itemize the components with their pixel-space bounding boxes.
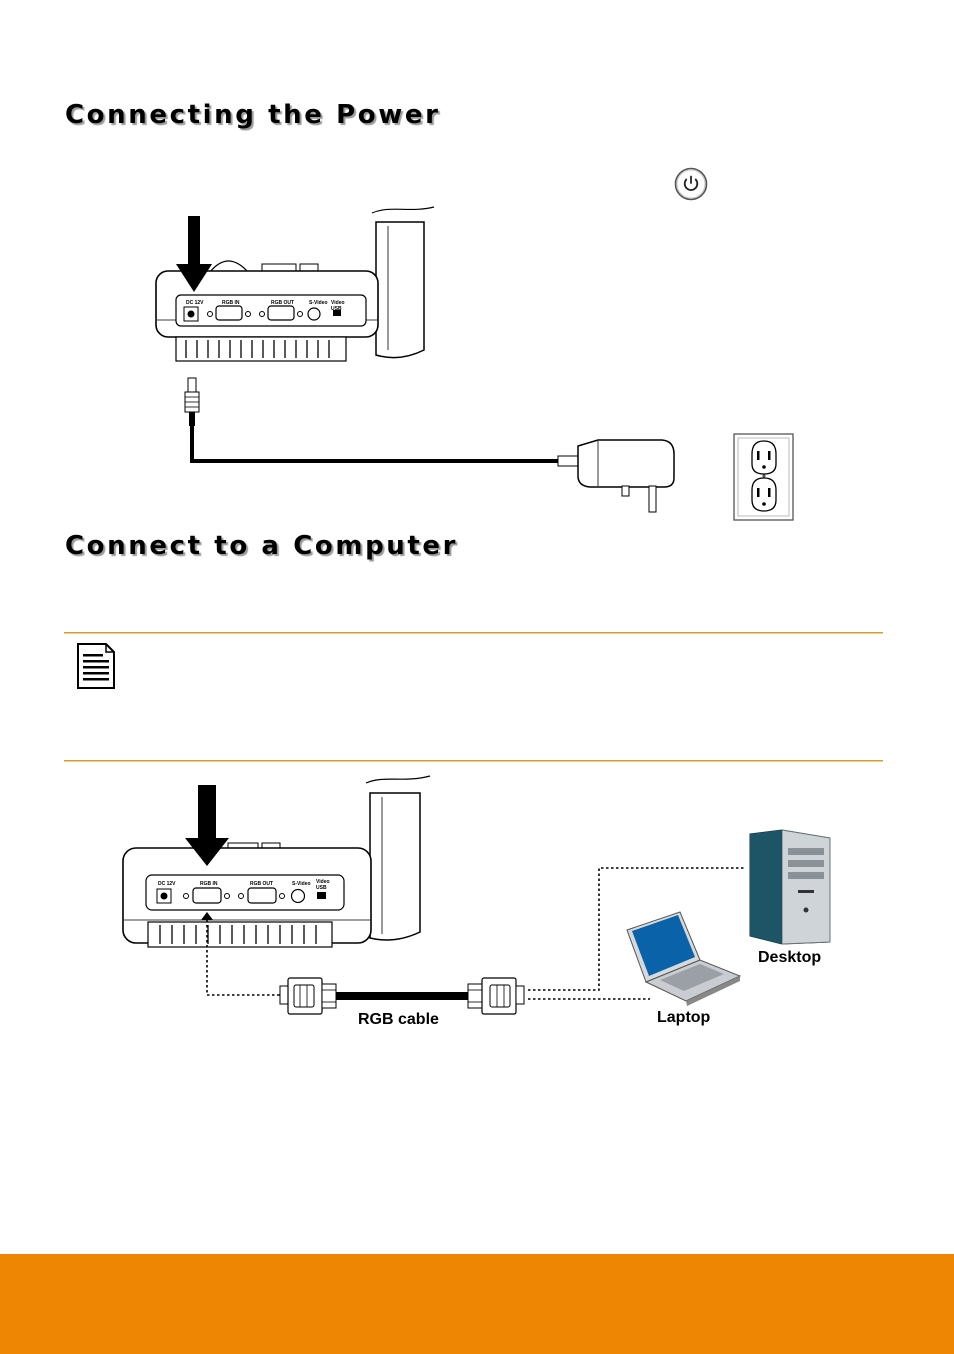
port-label: DC 12V (186, 300, 204, 306)
desktop-label: Desktop (758, 949, 821, 966)
rgb-cable (336, 992, 468, 1000)
power-adapter (577, 439, 675, 488)
port-label: USB (316, 885, 327, 891)
port-label: S-Video (309, 300, 328, 306)
power-button-icon (674, 167, 708, 201)
port-label: RGB IN (222, 300, 240, 306)
port-label: RGB IN (200, 881, 218, 887)
computer-connection-diagram: DC 12V RGB IN RGB OUT S-Video Video USB … (122, 775, 831, 1028)
port-label: USB (331, 306, 342, 312)
port-label: S-Video (292, 881, 311, 887)
vga-connector-right (467, 977, 525, 1015)
vga-connector-left (279, 977, 337, 1015)
base-vents (185, 340, 330, 358)
power-connection-diagram: DC 12V RGB IN RGB OUT S-Video Video USB (155, 206, 794, 521)
section-title-connect-computer: Connect to a Computer (65, 531, 459, 561)
laptop-icon (626, 911, 742, 1006)
section-title-connecting-power: Connecting the Power (65, 100, 441, 130)
note-bottom-rule (64, 760, 883, 762)
rgb-cable-label: RGB cable (358, 1011, 439, 1028)
wall-outlet-icon (733, 433, 794, 521)
arrow-down-icon (176, 216, 212, 292)
arrow-down-icon (185, 785, 229, 866)
port-label: DC 12V (158, 881, 176, 887)
port-label: RGB OUT (250, 881, 273, 887)
note-document-icon (77, 643, 115, 689)
arrow-up-icon (201, 912, 213, 920)
port-label: RGB OUT (271, 300, 294, 306)
base-vents (159, 925, 317, 944)
port-label: Video (331, 300, 345, 306)
desktop-tower-icon (749, 829, 831, 945)
footer-bar (0, 1254, 954, 1354)
port-label: Video (316, 879, 330, 885)
note-top-rule (64, 632, 883, 634)
laptop-label: Laptop (657, 1009, 711, 1026)
